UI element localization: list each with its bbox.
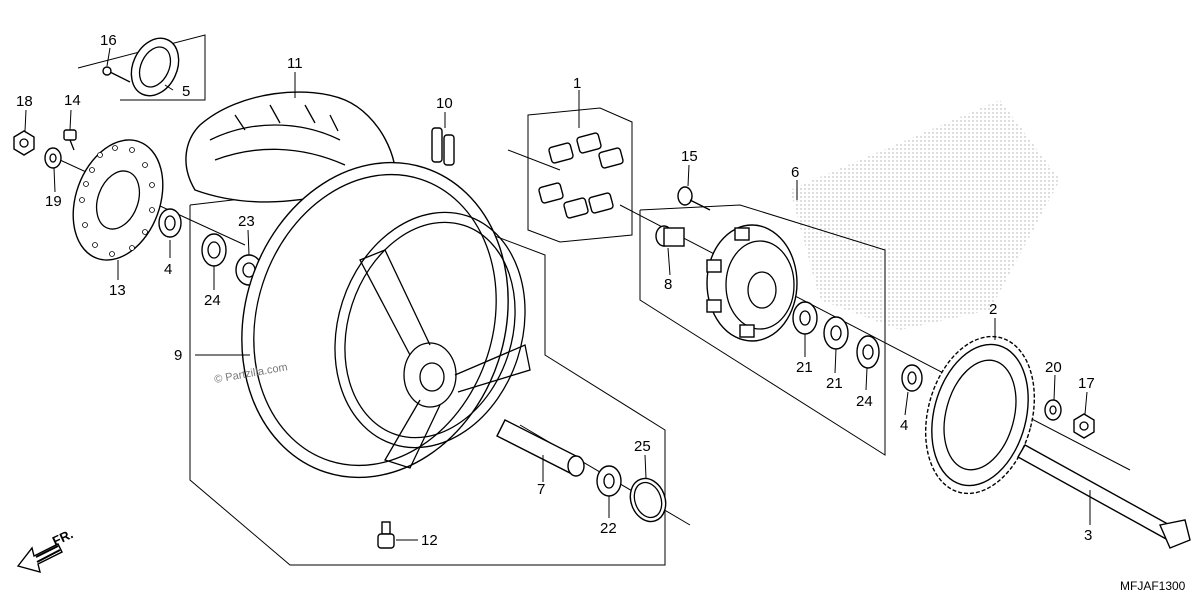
- callout-11: 11: [287, 55, 303, 72]
- axis-line-damper: [507, 149, 561, 171]
- bearing-21-a: [792, 301, 818, 335]
- callout-17: 17: [1078, 375, 1095, 392]
- bolt-16: [102, 66, 131, 83]
- damper-group-box: [527, 107, 633, 243]
- washer-19: [44, 147, 62, 169]
- callout-20: 20: [1045, 359, 1062, 376]
- hub-assembly-box: [639, 204, 886, 456]
- diagram-code: MFJAF1300: [1120, 579, 1186, 593]
- collar-4-left: [158, 208, 182, 238]
- callout-19: 19: [45, 193, 62, 210]
- callout-2: 2: [989, 301, 997, 318]
- axis-line-right: [619, 204, 1131, 471]
- callout-21-b: 21: [826, 375, 843, 392]
- callout-3: 3: [1084, 527, 1092, 544]
- callout-23: 23: [238, 213, 255, 230]
- brake-disc-13: [72, 139, 164, 261]
- callout-24-left: 24: [204, 292, 221, 309]
- o-ring-25: [629, 477, 667, 523]
- callout-18: 18: [16, 93, 33, 110]
- bearing-21-b: [823, 316, 849, 350]
- callout-16: 16: [100, 32, 117, 49]
- washer-20: [1044, 399, 1062, 421]
- collar-8: [655, 225, 685, 247]
- callout-10: 10: [436, 95, 453, 112]
- clip-10: [431, 127, 455, 166]
- callout-9: 9: [174, 347, 182, 364]
- front-direction-label: FR.: [50, 526, 75, 548]
- valve-12: [377, 521, 395, 549]
- wheel-9: [241, 161, 531, 479]
- spacer-7: [496, 419, 585, 477]
- axle-3: [1017, 444, 1191, 549]
- sprocket-2: [924, 335, 1036, 495]
- leader-lines: [24, 47, 1091, 541]
- callout-4-right: 4: [900, 417, 908, 434]
- sensor-ring-5: [130, 37, 180, 97]
- damper-rubbers-1: [538, 132, 624, 219]
- bolt-15: [677, 186, 711, 211]
- stipple-shading: [790, 100, 1060, 330]
- callout-13: 13: [109, 282, 126, 299]
- callout-12: 12: [421, 532, 438, 549]
- nut-18: [13, 130, 35, 156]
- nut-17: [1073, 413, 1095, 439]
- bearing-22: [596, 465, 622, 497]
- callout-6: 6: [791, 164, 799, 181]
- callout-1: 1: [573, 75, 581, 92]
- collar-4-right: [901, 364, 923, 392]
- callout-8: 8: [664, 276, 672, 293]
- seal-24-right: [856, 335, 880, 369]
- bolt-14: [63, 129, 77, 151]
- callout-24-right: 24: [856, 393, 873, 410]
- callout-4-left: 4: [164, 261, 172, 278]
- sprocket-hub-6: [706, 224, 798, 342]
- callout-5: 5: [182, 83, 190, 100]
- callout-15: 15: [681, 148, 698, 165]
- callout-25: 25: [634, 438, 651, 455]
- callout-22: 22: [600, 520, 617, 537]
- callout-21-a: 21: [796, 359, 813, 376]
- seal-24-left: [201, 233, 227, 267]
- front-direction-arrow: [16, 543, 63, 573]
- callout-14: 14: [64, 92, 81, 109]
- callout-7: 7: [537, 481, 545, 498]
